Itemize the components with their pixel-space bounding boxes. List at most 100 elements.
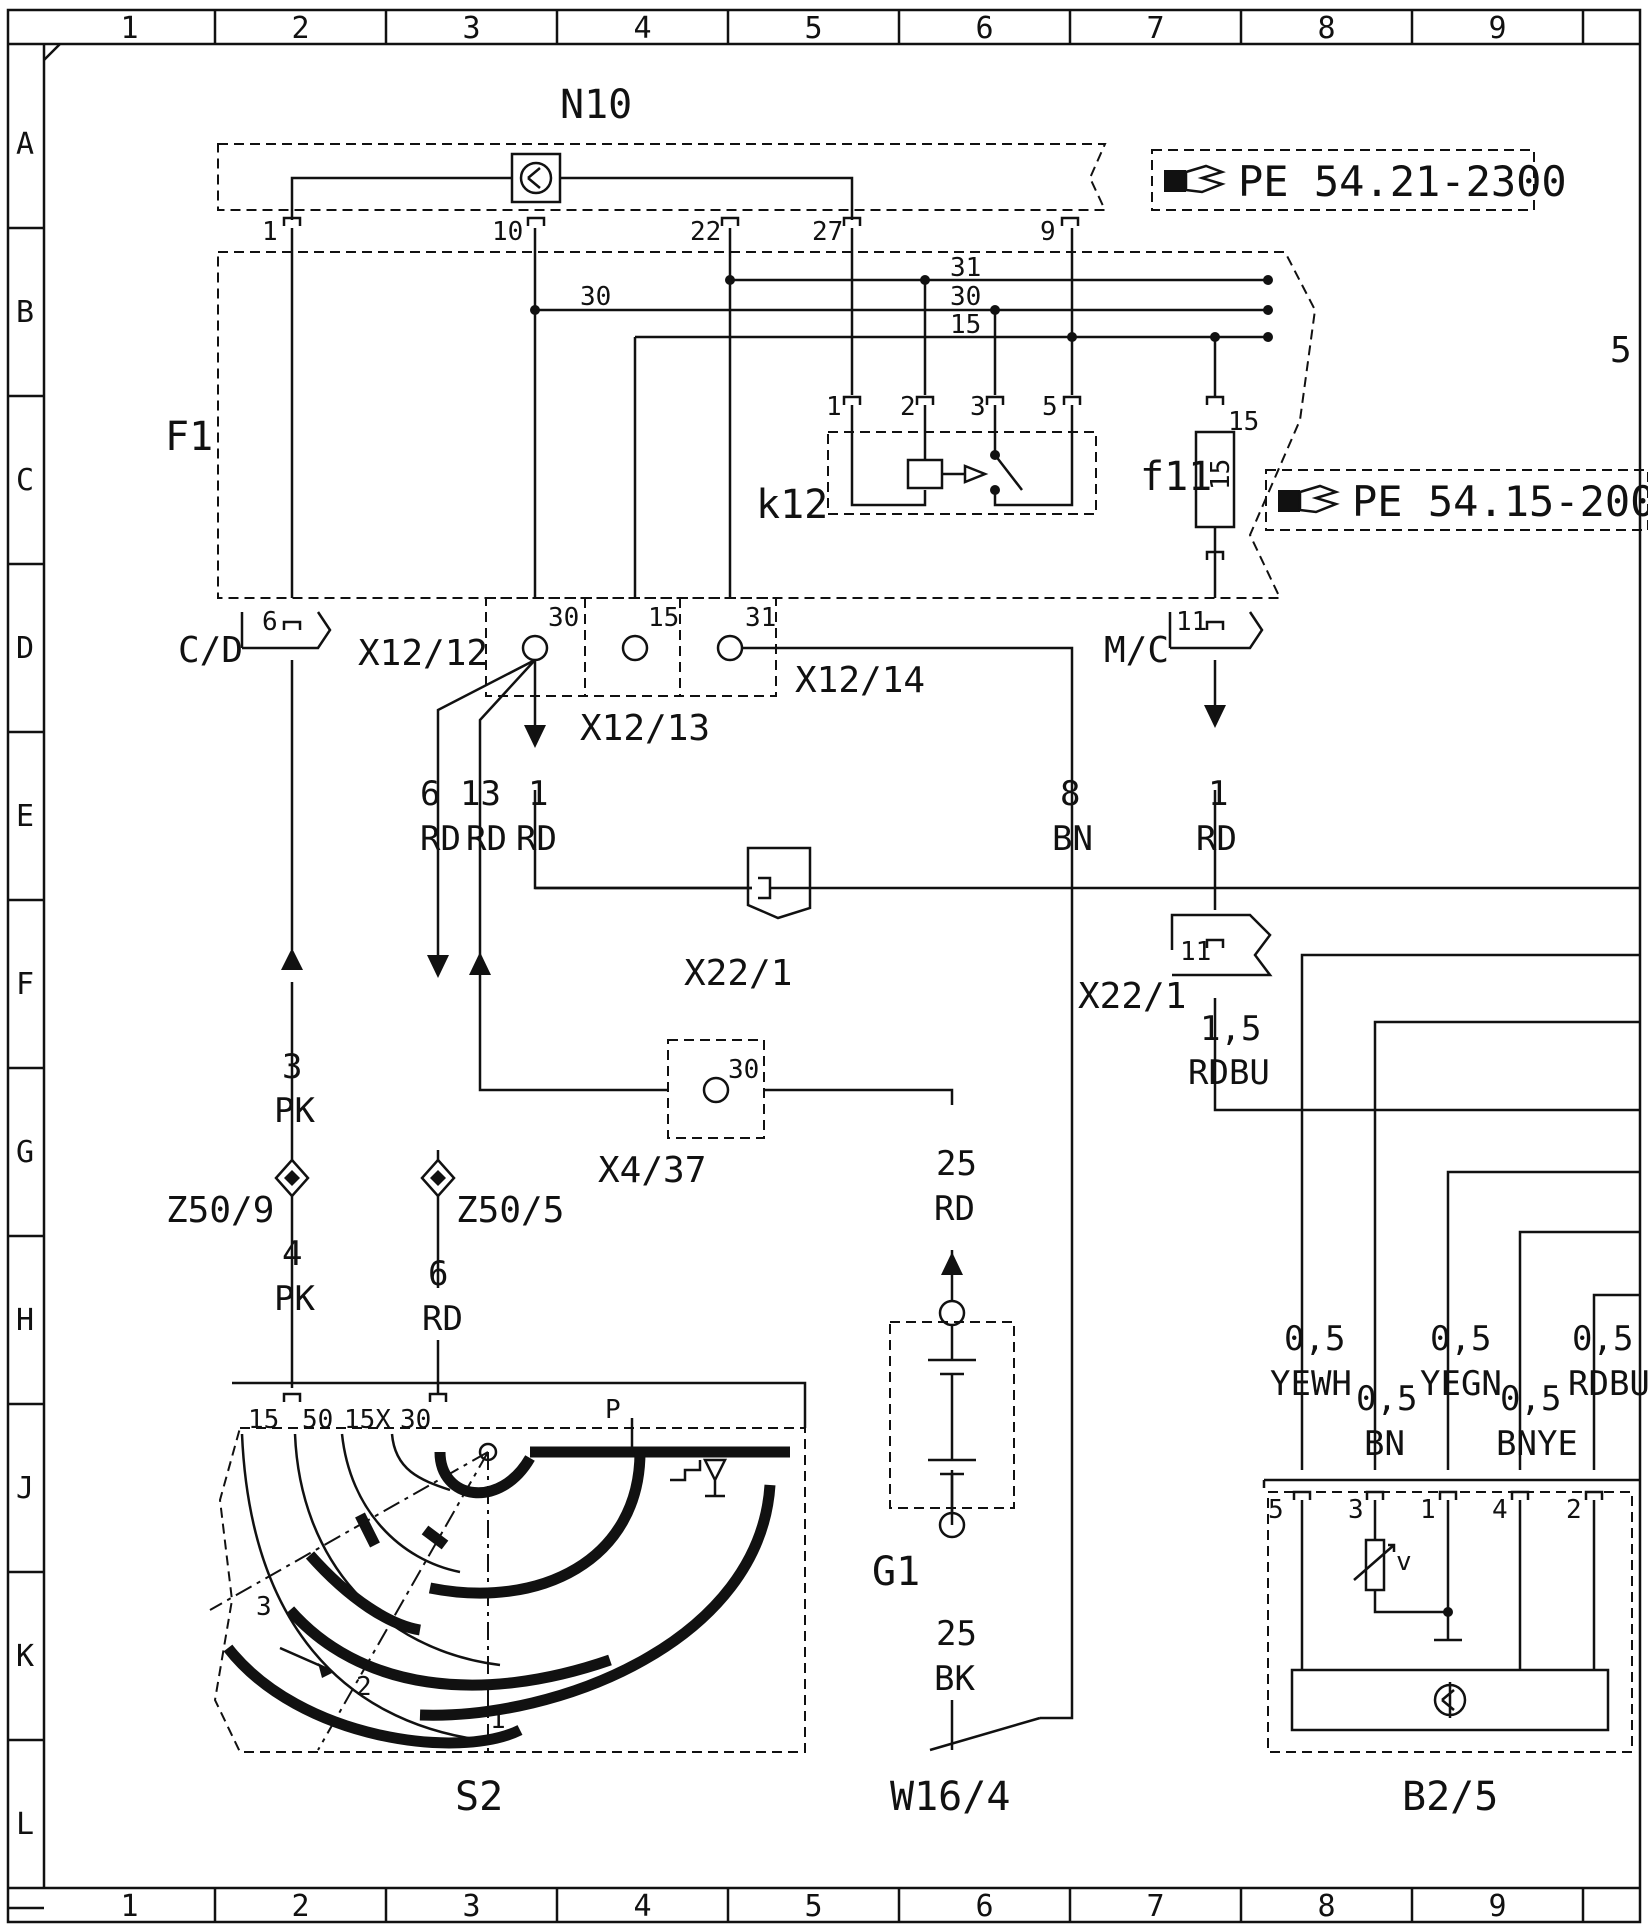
x4-37-label: X4/37 — [598, 1150, 706, 1191]
n10-pin-10: 10 — [492, 217, 523, 247]
g1-label: G1 — [872, 1549, 920, 1595]
n10-label: N10 — [560, 82, 632, 128]
row-label-A: A — [16, 127, 34, 162]
reference-1-text: PE 54.21-2300 — [1238, 157, 1567, 206]
wire-13-size: 13 — [460, 774, 501, 814]
row-label-C: C — [16, 463, 34, 498]
row-label-E: E — [16, 799, 34, 834]
n10-module: N10 1 10 22 27 9 — [217, 82, 1107, 247]
wire-15-size: 1,5 — [1200, 1009, 1261, 1049]
b25-yewh-color: YEWH — [1270, 1364, 1352, 1404]
row-label-G: G — [16, 1135, 34, 1170]
column-label-bottom-2: 2 — [292, 1889, 310, 1924]
x12-13-label: X12/13 — [580, 708, 710, 749]
column-label-8: 8 — [1318, 11, 1336, 46]
column-label-bottom-3: 3 — [463, 1889, 481, 1924]
wire-1-color: RD — [516, 819, 557, 859]
splice-z50-9: Z50/9 — [166, 1158, 310, 1231]
column-label-bottom-7: 7 — [1147, 1889, 1165, 1924]
b25-yegn-size: 0,5 — [1430, 1319, 1491, 1359]
b2-5-pin-1: 1 — [1420, 1495, 1436, 1525]
ignition-switch-s2: 15 50 15X 30 P 3 2 1 S2 — [209, 1381, 807, 1820]
row-label-H: H — [16, 1303, 34, 1338]
column-label-bottom-1: 1 — [121, 1889, 139, 1924]
edge-marker: 5 — [1610, 330, 1632, 371]
battery-g1: G1 — [872, 1299, 1015, 1595]
row-label-F: F — [16, 967, 34, 1002]
s2-terminal-15: 15 — [248, 1405, 279, 1435]
column-label-4: 4 — [634, 11, 652, 46]
s2-position-1: 1 — [490, 1705, 506, 1735]
b2-5-pin-2: 2 — [1566, 1495, 1582, 1525]
bus-label-30a: 30 — [580, 282, 611, 312]
reference-2-text: PE 54.15-2000 — [1352, 477, 1648, 526]
mc-pin: 11 — [1176, 607, 1207, 637]
n10-pin-1: 1 — [262, 217, 278, 247]
n10-pin-27: 27 — [812, 217, 843, 247]
b2-5-wire-labels: 0,5 YEWH 0,5 BN 0,5 YEGN 0,5 BNYE 0,5 RD… — [1270, 1319, 1648, 1464]
wire-4-color: PK — [274, 1279, 315, 1319]
wire-3-color: PK — [274, 1091, 315, 1131]
column-label-bottom-9: 9 — [1489, 1889, 1507, 1924]
wire-6b-size: 6 — [428, 1254, 448, 1294]
wire-6b-color: RD — [422, 1299, 463, 1339]
wire-1-size: 1 — [528, 774, 548, 814]
x22-1-a-label: X22/1 — [684, 953, 792, 994]
b25-rdbu-color: RDBU — [1568, 1364, 1648, 1404]
k12-pin-1: 1 — [826, 392, 842, 422]
k12-label: k12 — [756, 482, 828, 528]
connector-x22-1-b: 11 X22/1 — [1078, 913, 1273, 1017]
w16-4-label: W16/4 — [890, 1774, 1010, 1820]
k12-pin-5: 5 — [1042, 392, 1058, 422]
cd-pin: 6 — [262, 607, 278, 637]
z50-9-label: Z50/9 — [166, 1190, 274, 1231]
bus-label-30b: 30 — [950, 282, 981, 312]
k12-pin-3: 3 — [970, 392, 986, 422]
flow-arrows — [281, 705, 1226, 1275]
x12-14-label: X12/14 — [795, 660, 925, 701]
b25-bnye-color: BNYE — [1496, 1424, 1578, 1464]
s2-terminal-50: 50 — [302, 1405, 333, 1435]
mc-label: M/C — [1104, 630, 1169, 671]
x12-12-pin: 30 — [548, 603, 579, 633]
column-label-2: 2 — [292, 11, 310, 46]
splice-z50-5: Z50/5 — [420, 1150, 564, 1231]
pointing-hand-icon — [1164, 164, 1226, 194]
f11-label: f11 — [1140, 454, 1212, 500]
wire-6-size: 6 — [420, 774, 440, 814]
b2-5-pin-5: 5 — [1268, 1495, 1284, 1525]
column-label-bottom-6: 6 — [976, 1889, 994, 1924]
column-label-9: 9 — [1489, 11, 1507, 46]
bus-label-31: 31 — [950, 253, 981, 283]
row-label-J: J — [16, 1471, 34, 1506]
column-label-6: 6 — [976, 11, 994, 46]
b2-5-label: B2/5 — [1402, 1774, 1498, 1820]
column-label-1: 1 — [121, 11, 139, 46]
wire-25b-size: 25 — [936, 1614, 977, 1654]
wire-1b-color: RD — [1196, 819, 1237, 859]
z50-5-label: Z50/5 — [456, 1190, 564, 1231]
b25-bnye-size: 0,5 — [1500, 1379, 1561, 1419]
sensor-b2-5: 5 3 1 4 2 v B2/5 — [1262, 1478, 1640, 1820]
wiring-lines — [290, 646, 1640, 1752]
reference-box-2[interactable]: PE 54.15-2000 — [1265, 469, 1648, 531]
f1-module: F1 31 30 30 15 k12 1 2 3 5 — [165, 228, 1317, 599]
x22-1-b-label: X22/1 — [1078, 976, 1186, 1017]
wire-25b-color: BK — [934, 1659, 975, 1699]
x12-12-label: X12/12 — [358, 633, 488, 674]
wire-labels: 6 RD 13 RD 1 RD 8 BN 1 RD 1,5 RDBU 3 PK … — [274, 774, 1270, 1699]
n10-pin-22: 22 — [690, 217, 721, 247]
row-label-B: B — [16, 295, 34, 330]
column-label-bottom-4: 4 — [634, 1889, 652, 1924]
bus-label-15: 15 — [950, 310, 981, 340]
connector-x22-1-a: X22/1 — [535, 846, 1640, 994]
cd-label: C/D — [178, 630, 243, 671]
column-label-5: 5 — [805, 11, 823, 46]
wire-15-color: RDBU — [1188, 1053, 1270, 1093]
reference-box-1[interactable]: PE 54.21-2300 — [1151, 149, 1567, 211]
wire-8-color: BN — [1052, 819, 1093, 859]
connector-x12: 30 15 31 X12/12 X12/13 X12/14 — [358, 597, 925, 749]
connector-cd: C/D 6 — [178, 607, 332, 671]
